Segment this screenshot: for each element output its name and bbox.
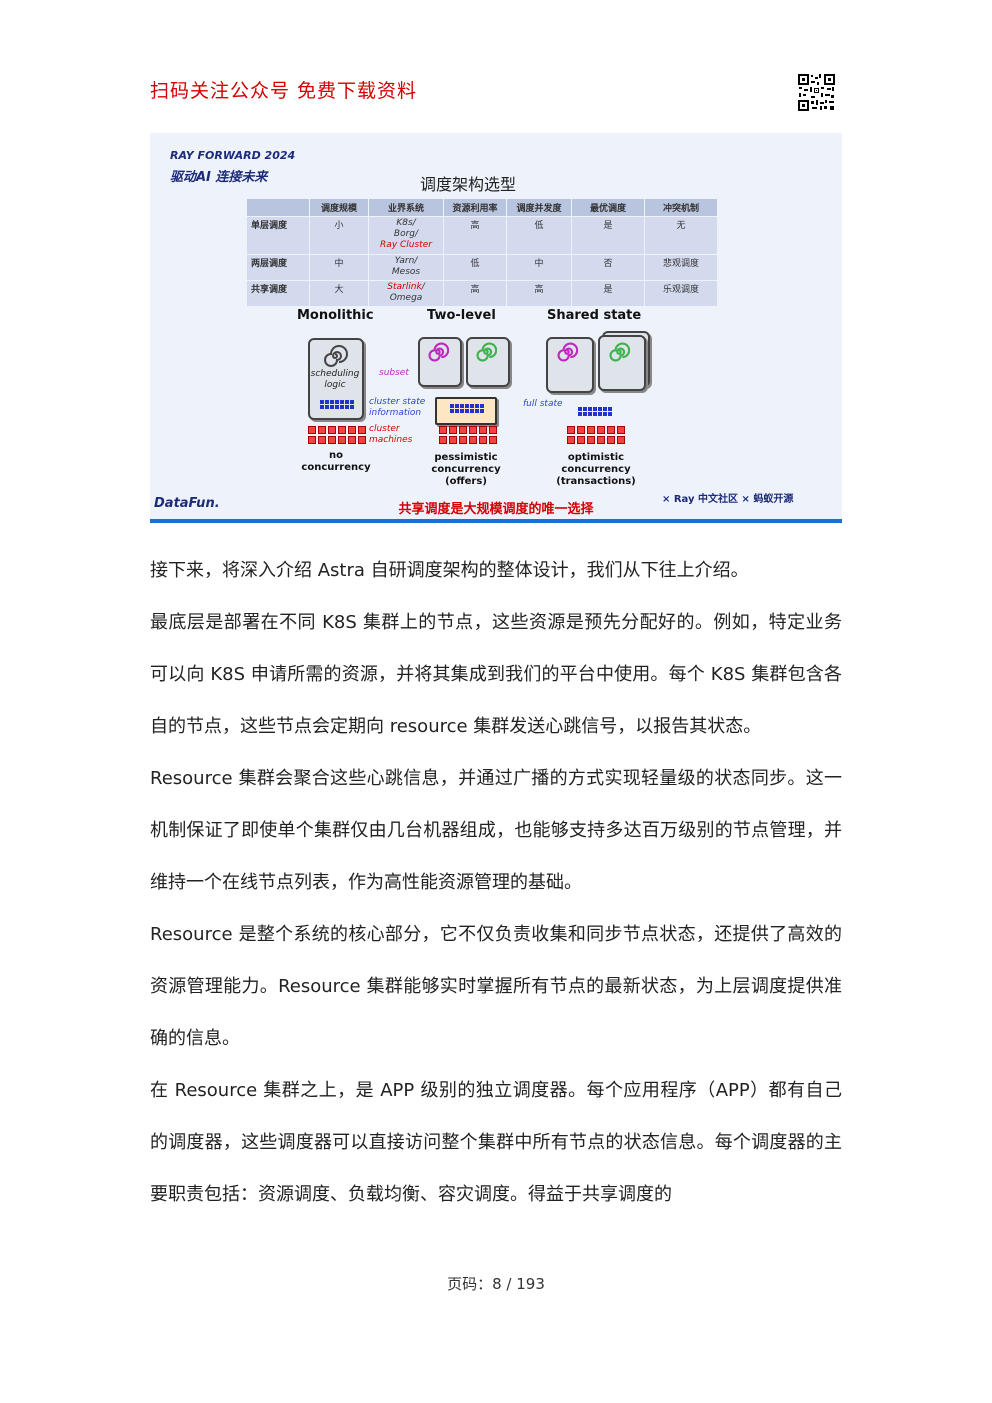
table-header-cell: 调度并发度	[506, 198, 572, 217]
table-header-cell: 资源利用率	[443, 198, 507, 217]
table-row: 两层调度 中 Yarn/ Mesos 低 中 否 悲观调度	[246, 254, 718, 281]
shared-state-caption: optimistic concurrency (transactions)	[556, 452, 636, 487]
paragraph: 在 Resource 集群之上，是 APP 级别的独立调度器。每个应用程序（AP…	[150, 1080, 842, 1205]
table-cell: 高	[506, 280, 572, 307]
scheduling-logic-label: scheduling logic	[310, 369, 360, 390]
table-row: 共享调度 大 Starlink/ Omega 高 高 是 乐观调度	[246, 280, 718, 307]
table-header-cell: 业界系统	[368, 198, 444, 217]
systems-highlight: Ray Cluster	[380, 240, 432, 250]
qr-code-icon	[797, 73, 836, 112]
systems-text: K8s/ Borg/	[393, 218, 419, 239]
systems-text: Yarn/ Mesos	[391, 256, 421, 277]
slide-title: 调度架构选型	[420, 175, 517, 194]
table-cell: 否	[571, 254, 645, 281]
spiral-icon	[476, 342, 497, 362]
shared-scheduler-box	[546, 337, 594, 393]
table-cell: Starlink/ Omega	[368, 280, 444, 307]
slide-brand-slogan: 驱动AI 连接未来	[170, 170, 268, 185]
table-cell: 高	[443, 280, 507, 307]
paragraph: Resource 是整个系统的核心部分，它不仅负责收集和同步节点状态，还提供了高…	[150, 924, 842, 1049]
two-level-scheduler-box	[466, 337, 510, 387]
full-state-label: full state	[523, 399, 563, 409]
table-header-cell	[246, 198, 310, 217]
monolithic-title: Monolithic	[297, 308, 374, 323]
cluster-machines-grid	[308, 426, 366, 444]
cluster-state-label: cluster state information	[369, 397, 426, 418]
spiral-icon	[557, 342, 578, 362]
systems-highlight: Starlink	[387, 282, 422, 292]
slide-image: RAY FORWARD 2024 驱动AI 连接未来 调度架构选型 调度规模 业…	[150, 133, 842, 523]
spiral-icon	[324, 345, 348, 367]
table-row: 单层调度 小 K8s/ Borg/Ray Cluster 高 低 是 无	[246, 216, 718, 255]
table-header-cell: 最优调度	[571, 198, 645, 217]
table-header-cell: 调度规模	[309, 198, 369, 217]
table-cell: 共享调度	[246, 280, 310, 307]
table-cell: Yarn/ Mesos	[368, 254, 444, 281]
article-body: 接下来，将深入介绍 Astra 自研调度架构的整体设计，我们从下往上介绍。 最底…	[150, 545, 842, 1221]
table-header-cell: 冲突机制	[644, 198, 718, 217]
spiral-icon	[428, 342, 449, 362]
systems-text: / Omega	[389, 282, 425, 303]
table-cell: 中	[506, 254, 572, 281]
table-cell: 高	[443, 216, 507, 255]
two-level-caption: pessimistic concurrency (offers)	[431, 452, 501, 487]
table-cell: 乐观调度	[644, 280, 718, 307]
table-cell: K8s/ Borg/Ray Cluster	[368, 216, 444, 255]
cluster-machines-grid	[439, 426, 497, 444]
shared-state-title: Shared state	[547, 308, 642, 323]
paragraph: 接下来，将深入介绍 Astra 自研调度架构的整体设计，我们从下往上介绍。	[150, 560, 749, 581]
spiral-icon	[609, 342, 630, 362]
paragraph: 最底层是部署在不同 K8S 集群上的节点，这些资源是预先分配好的。例如，特定业务…	[150, 612, 842, 737]
table-cell: 中	[309, 254, 369, 281]
slide-brand-title: RAY FORWARD 2024	[170, 149, 296, 162]
paragraph: Resource 集群会聚合这些心跳信息，并通过广播的方式实现轻量级的状态同步。…	[150, 768, 842, 893]
table-header-row: 调度规模 业界系统 资源利用率 调度并发度 最优调度 冲突机制	[246, 198, 718, 217]
table-cell: 两层调度	[246, 254, 310, 281]
cpu-grid	[578, 407, 612, 416]
table-cell: 低	[443, 254, 507, 281]
table-cell: 单层调度	[246, 216, 310, 255]
top-banner: 扫码关注公众号 免费下载资料	[150, 80, 418, 102]
slide-footer-text: 共享调度是大规模调度的唯一选择	[398, 502, 594, 517]
table-cell: 低	[506, 216, 572, 255]
table-cell: 无	[644, 216, 718, 255]
table-cell: 是	[571, 216, 645, 255]
monolithic-caption: no concurrency	[301, 450, 371, 473]
table-cell: 悲观调度	[644, 254, 718, 281]
page-number: 页码：8 / 193	[447, 1275, 545, 1293]
slide-bottom-bar	[150, 519, 842, 523]
cluster-machines-label: cluster machines	[369, 424, 413, 445]
partner-logos: × Ray 中文社区 × 蚂蚁开源	[662, 494, 794, 505]
subset-label: subset	[379, 368, 409, 378]
table-cell: 是	[571, 280, 645, 307]
two-level-title: Two-level	[427, 308, 496, 323]
scheduling-comparison-table: 调度规模 业界系统 资源利用率 调度并发度 最优调度 冲突机制 单层调度 小 K…	[246, 198, 718, 307]
two-level-scheduler-box	[418, 337, 462, 387]
table-cell: 小	[309, 216, 369, 255]
table-cell: 大	[309, 280, 369, 307]
cluster-machines-grid	[567, 426, 625, 444]
cpu-grid	[320, 400, 354, 409]
datafun-logo: DataFun.	[154, 496, 220, 511]
cpu-grid	[450, 404, 484, 413]
